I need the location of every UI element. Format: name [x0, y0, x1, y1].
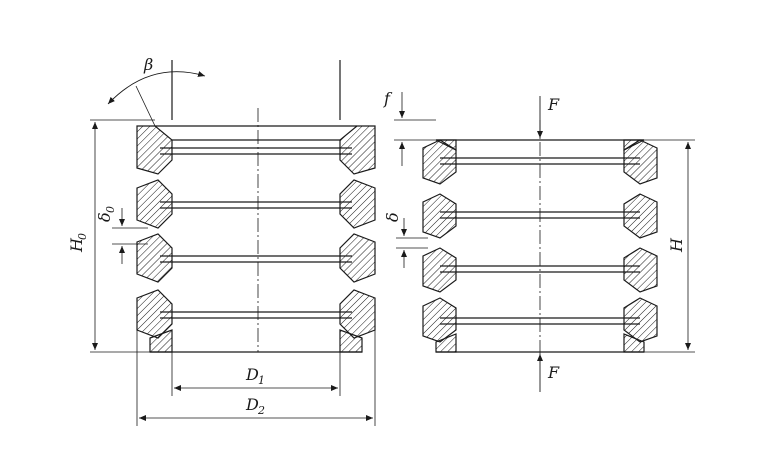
h0-label: H 0 [67, 233, 89, 253]
force-label-bottom: F [547, 363, 560, 382]
svg-text:H: H [67, 237, 86, 253]
h-label: H [667, 237, 686, 253]
loaded-left-ring-sections [422, 139, 457, 353]
svg-text:0: 0 [76, 233, 89, 240]
loaded-spring-stack [394, 92, 695, 392]
loaded-right-ring-sections [623, 139, 658, 353]
delta0-label: δ 0 [95, 206, 117, 222]
d1-label: D 1 [245, 365, 265, 387]
svg-text:1: 1 [258, 374, 265, 387]
ring-bands-right [436, 139, 644, 353]
svg-text:0: 0 [104, 206, 117, 213]
right-ring-sections [339, 125, 376, 353]
free-spring-stack [90, 60, 376, 426]
svg-text:H: H [667, 237, 686, 253]
beta-angle-arc [107, 71, 206, 105]
svg-text:D: D [245, 395, 259, 414]
svg-text:δ: δ [383, 212, 402, 222]
d2-label: D 2 [245, 395, 265, 417]
beta-label: β [143, 55, 153, 74]
ring-bands-left [150, 125, 362, 353]
f-label: f [383, 89, 393, 108]
svg-text:D: D [245, 365, 259, 384]
svg-text:2: 2 [257, 404, 265, 417]
delta-label: δ [383, 212, 402, 222]
force-label-top: F [547, 95, 560, 114]
svg-text:δ: δ [95, 212, 114, 222]
